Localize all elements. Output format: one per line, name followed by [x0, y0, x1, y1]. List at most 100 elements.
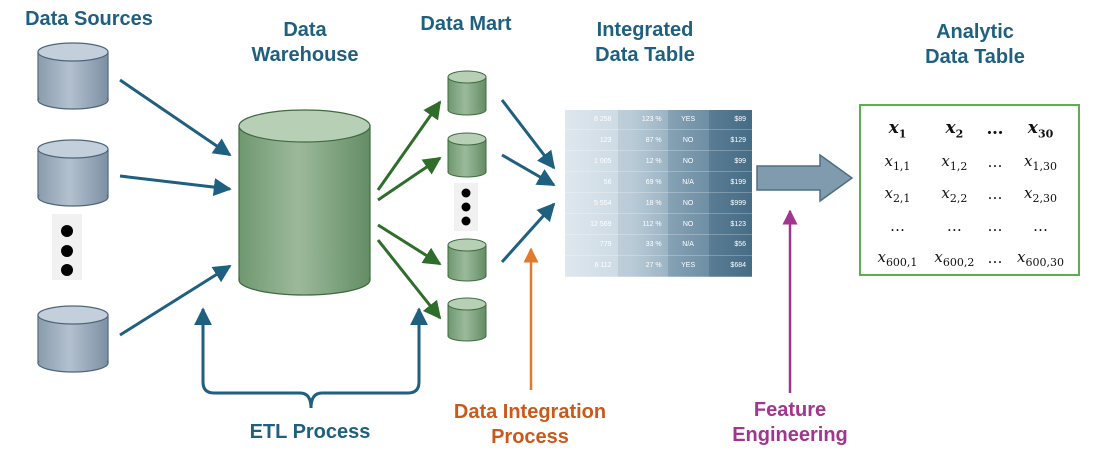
analytic-cell-base: x [945, 117, 956, 138]
label-data-warehouse-line1: Data [283, 19, 327, 41]
analytic-table-cell: x600,30 [1007, 242, 1074, 274]
label-data-mart: Data Mart [420, 13, 512, 35]
integrated-table-cell: N/A [667, 234, 709, 256]
integrated-table-cell: 18 % [617, 192, 668, 215]
analytic-cell-base: x [884, 151, 893, 170]
analytic-cell-base: x [1027, 117, 1038, 138]
source-cylinder-1 [37, 42, 109, 110]
integrated-table-cell: 112 % [617, 213, 668, 235]
integrated-table-cell: $999 [708, 192, 752, 215]
analytic-cell-subscript: 2,30 [1032, 191, 1058, 205]
integrated-table-cell: 56 [565, 171, 618, 194]
label-analytic-table: Analytic Data Table [900, 20, 1050, 71]
arrow-source3-warehouse [119, 264, 232, 337]
integrated-table-cell: $684 [708, 255, 752, 277]
analytic-cell-subscript: 1,1 [892, 159, 911, 173]
analytic-table-cell: x1,2 [926, 146, 983, 178]
block-arrow [756, 153, 854, 203]
arrow-warehouse-mart2 [377, 156, 442, 202]
arrow-warehouse-mart4 [376, 239, 442, 320]
analytic-cell-subscript: 2,2 [949, 191, 968, 205]
analytic-table-cell: … [983, 146, 1007, 178]
integrated-table-cell: 12 569 [565, 213, 618, 235]
integrated-table-cell: 5 554 [565, 192, 618, 215]
source-cylinder-2 [37, 139, 109, 207]
label-integrated-table: Integrated Data Table [570, 18, 720, 69]
analytic-table-cell: x2,30 [1007, 178, 1074, 210]
label-analytic-line1: Analytic [936, 21, 1014, 43]
analytic-cell-base: x [877, 247, 886, 266]
integrated-table-cell: 123 % [617, 110, 668, 131]
mart-cylinder-4 [447, 297, 487, 342]
label-integrated-line1: Integrated [596, 19, 694, 41]
integrated-table-cell: 1 005 [565, 150, 618, 173]
arrow-mart1-table [500, 99, 556, 170]
label-feature-line1: Feature [753, 399, 827, 421]
analytic-table-cell: x30 [1007, 112, 1074, 146]
analytic-table-cell: … [983, 178, 1007, 210]
analytic-cell-subscript: 1 [898, 127, 907, 141]
analytic-table-cell: x2,2 [926, 178, 983, 210]
analytic-table-cell: … [983, 242, 1007, 274]
integrated-table-cell: 123 [565, 129, 618, 152]
integrated-table-cell: 87 % [617, 129, 668, 152]
analytic-cell-base: x [1024, 151, 1033, 170]
arrow-source1-warehouse [119, 78, 232, 157]
label-data-warehouse: Data Warehouse [225, 18, 385, 69]
analytic-cell-subscript: 600,2 [942, 255, 975, 269]
analytic-cell-base: x [941, 183, 950, 202]
analytic-table-cell: x1,1 [869, 146, 926, 178]
analytic-cell-subscript: 1,2 [949, 159, 968, 173]
analytic-cell-subscript: 600,30 [1025, 255, 1065, 269]
label-data-integration: Data Integration Process [430, 400, 630, 451]
analytic-cell-subscript: 2 [955, 127, 964, 141]
integrated-table-cell: 12 % [617, 150, 668, 173]
analytic-cell-base: x [884, 183, 893, 202]
integrated-table-cell: $129 [708, 129, 752, 152]
integrated-table-cell: 69 % [617, 171, 668, 194]
analytic-cell-base: x [941, 151, 950, 170]
analytic-cell-base: … [987, 217, 1003, 235]
analytic-cell-base: … [986, 119, 1004, 139]
arrow-warehouse-mart1 [376, 100, 442, 191]
integrated-table-cell: YES [667, 110, 709, 131]
integrated-table-cell: 8 258 [565, 110, 618, 131]
analytic-cell-base: x [1024, 183, 1033, 202]
analytic-table-cell: x600,1 [869, 242, 926, 274]
analytic-table-cell: x2 [926, 112, 983, 146]
analytic-table-cell: x1 [869, 112, 926, 146]
analytic-cell-subscript: 2,1 [892, 191, 911, 205]
label-data-sources: Data Sources [25, 8, 153, 30]
mart-ellipsis [454, 183, 478, 231]
arrow-warehouse-mart3 [377, 223, 442, 266]
integrated-table-cell: NO [667, 150, 709, 173]
integrated-table-cell: 6 112 [565, 255, 618, 277]
analytic-table-cell: … [869, 210, 926, 242]
analytic-cell-base: … [1033, 217, 1049, 235]
integrated-table-cell: 27 % [617, 255, 668, 277]
arrow-mart3-table [500, 202, 556, 264]
integrated-table-cell: NO [667, 129, 709, 152]
source-ellipsis [52, 214, 82, 280]
mart-cylinder-3 [447, 238, 487, 282]
label-integrated-line2: Data Table [595, 44, 695, 67]
label-integration-line2: Process [491, 426, 569, 449]
analytic-cell-subscript: 30 [1037, 127, 1054, 141]
mart-cylinder-1 [447, 70, 487, 116]
analytic-table-cell: … [926, 210, 983, 242]
integrated-table-cell: 33 % [617, 234, 668, 256]
integrated-table-cell: $123 [708, 213, 752, 235]
